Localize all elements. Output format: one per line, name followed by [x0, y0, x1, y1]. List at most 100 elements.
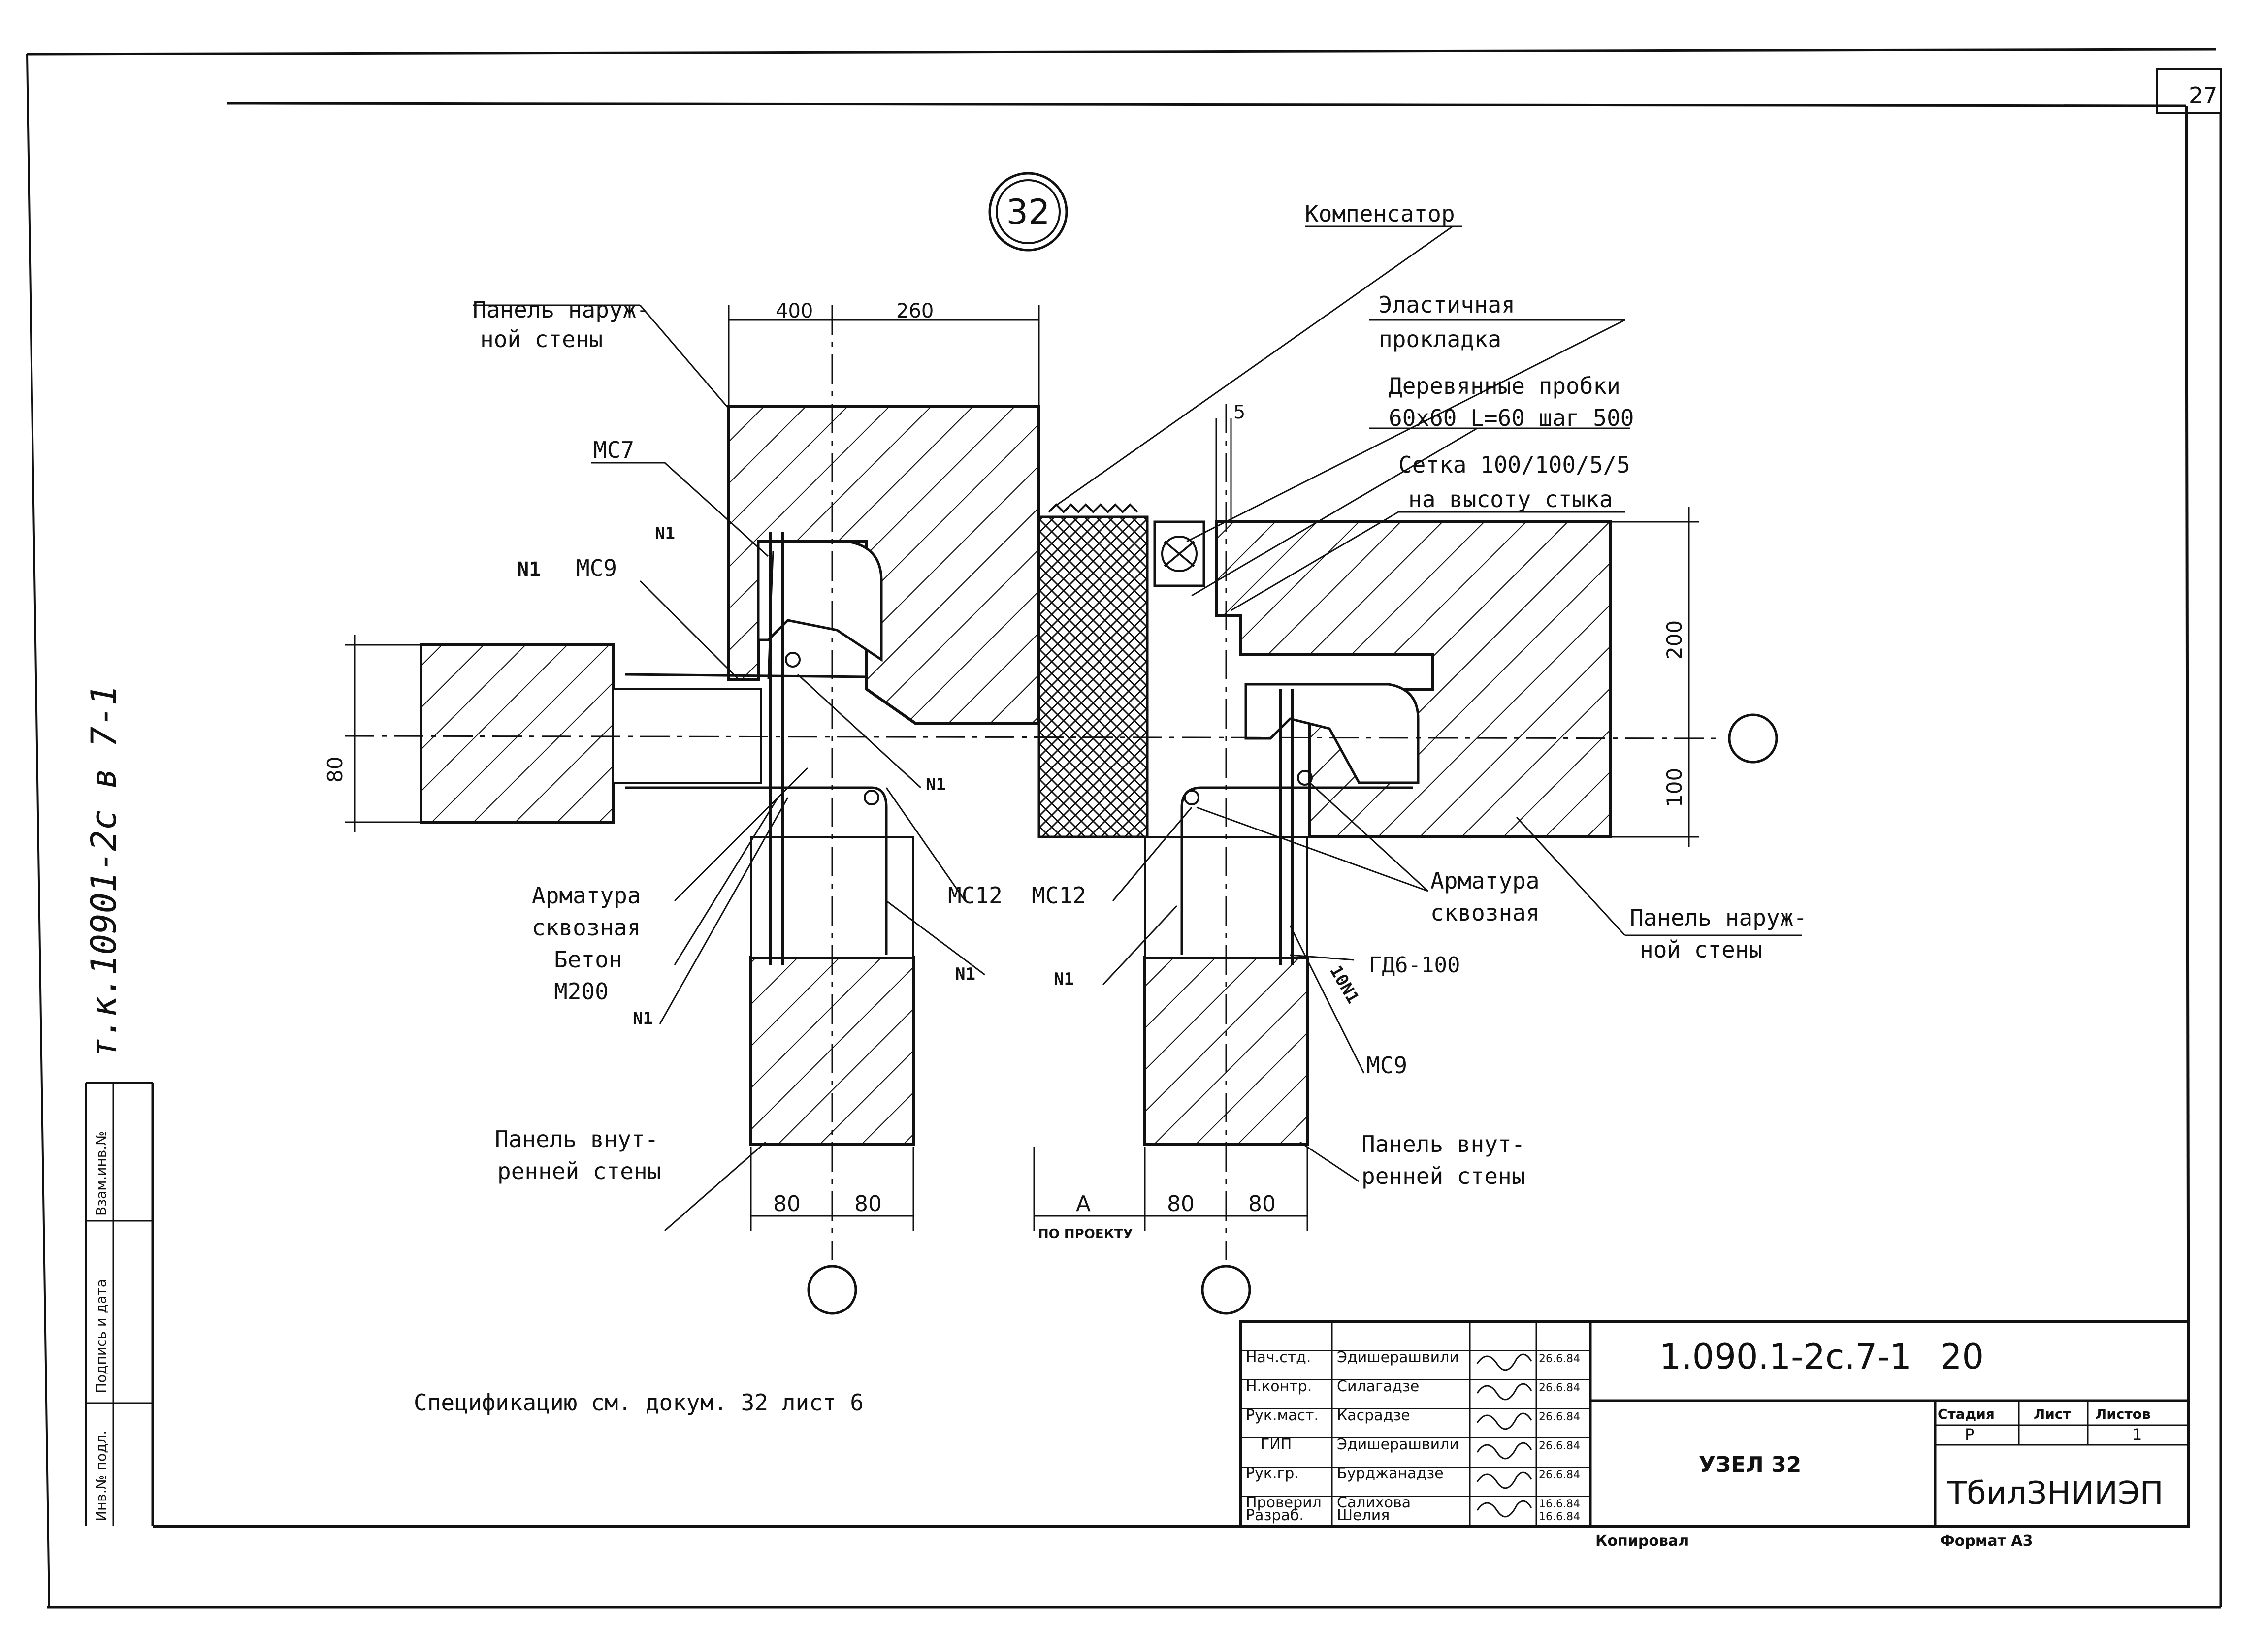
label-inner-right-2: ренней стены — [1361, 1163, 1525, 1189]
spec-note: Спецификацию см. докум. 32 лист 6 — [414, 1389, 864, 1416]
tb-code: 1.090.1-2с.7-1 — [1659, 1337, 1912, 1377]
tb-sheet-label: Лист — [2034, 1406, 2071, 1422]
dim-80-b2: 80 — [854, 1191, 882, 1216]
dim-80-b4: 80 — [1248, 1191, 1276, 1216]
label-mesh-2: на высоту стыка — [1408, 486, 1613, 512]
label-n1-a: N1 — [517, 558, 541, 581]
label-wood-1: Деревянные пробки — [1389, 373, 1620, 399]
tb-date-2: 26.6.84 — [1539, 1411, 1580, 1423]
label-n1-c: N1 — [926, 775, 946, 795]
label-mc12-right: МС12 — [1032, 882, 1086, 909]
left-outer-panel — [727, 405, 1040, 725]
dim-100: 100 — [1662, 768, 1686, 807]
signatures — [1476, 1353, 1532, 1518]
tb-name-3: Эдишерашвили — [1337, 1436, 1459, 1453]
tb-role-6: Разраб. — [1246, 1507, 1304, 1524]
left-floor-slab — [420, 643, 762, 824]
stamp-inv-no: Инв.№ подл. — [93, 1431, 109, 1521]
dim-po-proektu: ПО ПРОЕКТУ — [1038, 1227, 1133, 1242]
tb-date-5: 16.6.84 — [1539, 1498, 1580, 1510]
label-mc7: МС7 — [593, 437, 634, 463]
tb-title: УЗЕЛ 32 — [1699, 1452, 1801, 1477]
tb-stage: Р — [1965, 1425, 1974, 1444]
node-number: 32 — [1006, 192, 1050, 232]
label-rebar-left-2: сквозная — [532, 914, 641, 941]
right-reinforcement — [1180, 689, 1413, 965]
label-rebar-right-1: Арматура — [1430, 867, 1540, 894]
tb-date-3: 26.6.84 — [1539, 1440, 1580, 1452]
dim-200: 200 — [1662, 620, 1686, 660]
tb-role-0: Нач.стд. — [1246, 1349, 1311, 1366]
label-10n1: 10N1 — [1326, 962, 1363, 1007]
tb-copied: Копировал — [1595, 1532, 1689, 1550]
tb-code-num: 20 — [1940, 1337, 1984, 1377]
compensator — [1037, 515, 1149, 838]
label-outer-panel-left-1: Панель наруж- — [473, 296, 650, 323]
tb-role-1: Н.контр. — [1246, 1378, 1312, 1395]
dim-5: 5 — [1233, 401, 1245, 423]
tb-name-4: Бурджанадзе — [1337, 1465, 1444, 1482]
dim-80-b3: 80 — [1167, 1191, 1195, 1216]
label-inner-left-2: ренней стены — [497, 1158, 661, 1184]
side-code: т.к.10901-2с в 7-1 — [84, 685, 124, 1058]
label-inner-right-1: Панель внут- — [1361, 1131, 1525, 1157]
label-n1-e: N1 — [633, 1009, 653, 1028]
tb-role-5: Проверил — [1246, 1494, 1322, 1511]
tb-sheets: 1 — [2132, 1425, 2142, 1444]
sheet-frame — [26, 48, 2222, 1609]
tb-name-0: Эдишерашвили — [1337, 1349, 1459, 1366]
label-rebar-left-1: Арматура — [532, 882, 641, 909]
label-wood-2: 60x60 L=60 шаг 500 — [1389, 405, 1634, 431]
sheet-number: 27 — [2189, 82, 2218, 109]
dim-260: 260 — [896, 300, 934, 322]
label-compensator: Компенсатор — [1305, 200, 1455, 227]
tb-role-4: Рук.гр. — [1246, 1465, 1299, 1482]
tb-date-6: 16.6.84 — [1539, 1511, 1580, 1523]
title-block — [1239, 1320, 2190, 1528]
axis-lines — [344, 305, 1778, 1315]
dim-a: A — [1076, 1191, 1091, 1216]
tb-sheets-label: Листов — [2095, 1406, 2151, 1422]
tb-name-5: Салихова — [1337, 1494, 1411, 1511]
dim-80-b1: 80 — [773, 1191, 801, 1216]
label-inner-left-1: Панель внут- — [495, 1126, 658, 1152]
label-rebar-right-2: сквозная — [1430, 899, 1540, 926]
tb-date-4: 26.6.84 — [1539, 1469, 1580, 1481]
label-outer-panel-right-1: Панель наруж- — [1630, 904, 1807, 931]
label-concrete-2: М200 — [554, 978, 609, 1005]
annotations: Компенсатор Панель наруж- ной стены Элас… — [473, 200, 1807, 1189]
tb-name-6: Шелия — [1337, 1507, 1390, 1524]
stamp-sign-date: Подпись и дата — [93, 1279, 109, 1393]
tb-name-2: Касрадзе — [1337, 1407, 1410, 1424]
tb-name-1: Силагадзе — [1337, 1378, 1419, 1395]
tb-date-1: 26.6.84 — [1539, 1382, 1580, 1394]
leader-lines — [473, 225, 1802, 1232]
tb-org: ТбилЗНИИЭП — [1947, 1475, 2164, 1512]
tb-date-0: 26.6.84 — [1539, 1353, 1580, 1365]
elastic-pad — [1153, 520, 1205, 587]
node-marker — [988, 172, 1068, 252]
label-gd6: ГД6-100 — [1369, 953, 1460, 978]
label-n1-d: N1 — [955, 964, 975, 984]
tb-role-3: ГИП — [1261, 1436, 1292, 1453]
right-outer-panel — [1215, 520, 1612, 838]
tb-role-2: Рук.маст. — [1246, 1407, 1319, 1424]
stamp-replace-inv: Взам.инв.№ — [93, 1131, 109, 1216]
label-concrete-1: Бетон — [554, 946, 622, 973]
label-mc9-right: МС9 — [1366, 1052, 1407, 1079]
label-mc12-left: МС12 — [948, 882, 1003, 909]
label-n1-f: N1 — [1054, 969, 1074, 989]
tb-format: Формат А3 — [1940, 1532, 2033, 1550]
title-block-rows: Нач.стд. Эдишерашвили 26.6.84 Н.контр. С… — [1246, 1349, 1580, 1524]
dim-80-left: 80 — [323, 757, 347, 783]
dimension-lines — [345, 305, 1699, 1231]
label-outer-panel-left-2: ной стены — [480, 326, 603, 352]
label-outer-panel-right-2: ной стены — [1640, 936, 1762, 963]
compensator-zigzag — [1048, 503, 1138, 513]
label-n1-b: N1 — [655, 524, 675, 543]
label-elastic-2: прокладка — [1379, 326, 1501, 352]
label-elastic-1: Эластичная — [1379, 291, 1515, 318]
tb-stage-label: Стадия — [1938, 1406, 1995, 1422]
label-mesh-1: Сетка 100/100/5/5 — [1398, 451, 1630, 478]
